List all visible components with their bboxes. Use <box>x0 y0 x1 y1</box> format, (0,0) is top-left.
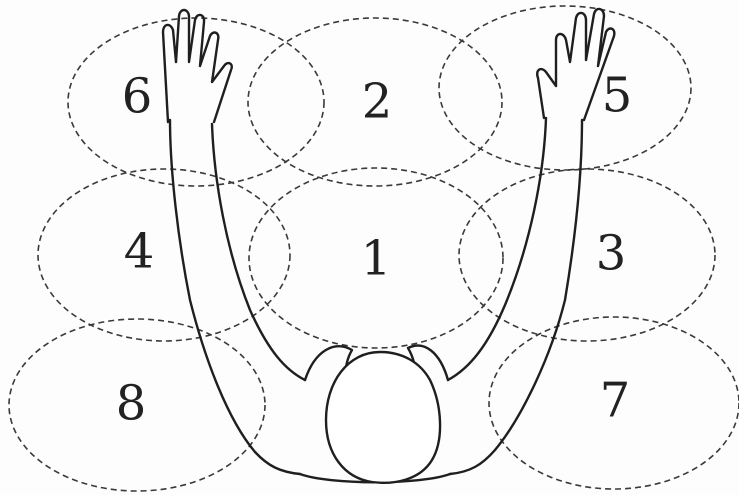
left-arm-outer <box>170 120 300 474</box>
zone-3-ellipse <box>459 169 715 341</box>
zone-7-label: 7 <box>600 373 631 429</box>
left-hand <box>163 10 232 122</box>
zone-5-ellipse <box>439 6 691 170</box>
zone-6-label: 6 <box>122 69 153 125</box>
right-arm-outer <box>450 120 582 474</box>
left-arm-inner <box>212 124 305 380</box>
zone-3-label: 3 <box>596 226 627 282</box>
zone-2-label: 2 <box>362 74 393 130</box>
zone-8-label: 8 <box>116 376 147 432</box>
zone-5-label: 5 <box>602 68 633 124</box>
zone-1-label: 1 <box>361 231 392 287</box>
zone-4-label: 4 <box>124 224 155 280</box>
head <box>326 352 440 483</box>
